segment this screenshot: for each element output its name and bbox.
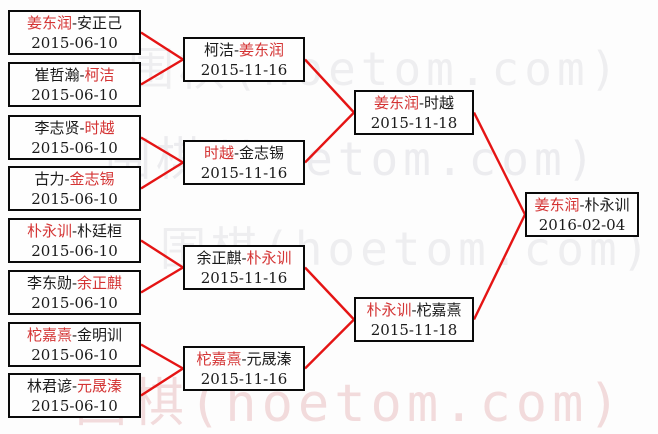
match-players: 李东勋-余正麒 — [27, 273, 122, 293]
winner-name: 元晟溱 — [77, 376, 123, 395]
name-separator: - — [411, 300, 417, 319]
match-players: 余正麒-朴永训 — [196, 248, 291, 268]
loser-name: 金明训 — [77, 325, 123, 344]
match-date: 2015-06-10 — [31, 138, 118, 157]
loser-name: 古力 — [34, 169, 65, 188]
winner-name: 金志锡 — [69, 169, 115, 188]
match-players: 姜东润-朴永训 — [534, 195, 629, 215]
winner-name: 朴永训 — [26, 221, 72, 240]
name-separator: - — [241, 248, 247, 267]
match-date: 2015-11-16 — [200, 163, 288, 182]
match-date: 2015-11-18 — [370, 113, 458, 132]
match-players: 姜东润-时越 — [374, 93, 454, 113]
winner-name: 柯洁 — [84, 65, 115, 84]
loser-name: 金志锡 — [239, 143, 285, 162]
match-date: 2015-06-10 — [31, 33, 118, 52]
match-players: 时越-金志锡 — [204, 143, 284, 163]
loser-name: 时越 — [424, 93, 455, 112]
winner-name: 时越 — [84, 118, 115, 137]
match-date: 2015-06-10 — [31, 85, 118, 104]
match-date: 2015-06-10 — [31, 345, 118, 364]
match-date: 2015-06-10 — [31, 293, 118, 312]
match-players: 柯洁-姜东润 — [204, 40, 284, 60]
name-separator: - — [79, 118, 85, 137]
loser-name: 林君谚 — [26, 376, 72, 395]
match-date: 2015-06-10 — [31, 396, 118, 415]
name-separator: - — [233, 143, 240, 162]
loser-name: 朴廷桓 — [77, 221, 123, 240]
match-date: 2015-11-18 — [370, 320, 458, 339]
winner-name: 姜东润 — [26, 13, 72, 32]
winner-name: 姜东润 — [239, 40, 285, 59]
name-separator: - — [241, 349, 247, 368]
match-date: 2015-06-10 — [31, 241, 118, 260]
loser-name: 元晟溱 — [246, 349, 292, 368]
loser-name: 崔哲瀚 — [34, 65, 80, 84]
winner-name: 余正麒 — [77, 273, 123, 292]
name-separator: - — [233, 40, 240, 59]
winner-name: 时越 — [203, 143, 234, 162]
match-players: 朴永训-朴廷桓 — [27, 221, 122, 241]
winner-name: 柁嘉熹 — [26, 325, 72, 344]
match-players: 李志贤-时越 — [34, 118, 114, 138]
match-players: 柁嘉熹-金明训 — [27, 325, 122, 345]
loser-name: 李志贤 — [34, 118, 80, 137]
match-players: 柁嘉熹-元晟溱 — [196, 349, 291, 369]
match-date: 2016-02-04 — [538, 215, 626, 234]
match-players: 朴永训-柁嘉熹 — [366, 300, 461, 320]
match-players: 姜东润-安正己 — [27, 13, 122, 33]
match-players: 崔哲瀚-柯洁 — [34, 65, 114, 85]
winner-name: 柁嘉熹 — [196, 349, 242, 368]
name-separator: - — [64, 169, 70, 188]
name-separator: - — [71, 221, 78, 240]
match-players: 古力-金志锡 — [34, 169, 114, 189]
name-separator: - — [71, 273, 78, 292]
name-separator: - — [79, 65, 85, 84]
loser-name: 李东勋 — [26, 273, 72, 292]
name-separator: - — [418, 93, 425, 112]
winner-name: 朴永训 — [366, 300, 412, 319]
loser-name: 安正己 — [77, 13, 123, 32]
name-separator: - — [71, 13, 78, 32]
name-separator: - — [71, 376, 78, 395]
match-date: 2015-11-16 — [200, 60, 288, 79]
loser-name: 柁嘉熹 — [416, 300, 462, 319]
match-date: 2015-11-16 — [200, 369, 288, 388]
match-date: 2015-06-10 — [31, 189, 118, 208]
loser-name: 余正麒 — [196, 248, 242, 267]
name-separator: - — [579, 195, 585, 214]
name-separator: - — [71, 325, 78, 344]
match-date: 2015-11-16 — [200, 268, 288, 287]
winner-name: 姜东润 — [534, 195, 580, 214]
loser-name: 柯洁 — [203, 40, 234, 59]
loser-name: 朴永训 — [584, 195, 630, 214]
match-players: 林君谚-元晟溱 — [27, 376, 122, 396]
winner-name: 姜东润 — [373, 93, 419, 112]
winner-name: 朴永训 — [246, 248, 292, 267]
